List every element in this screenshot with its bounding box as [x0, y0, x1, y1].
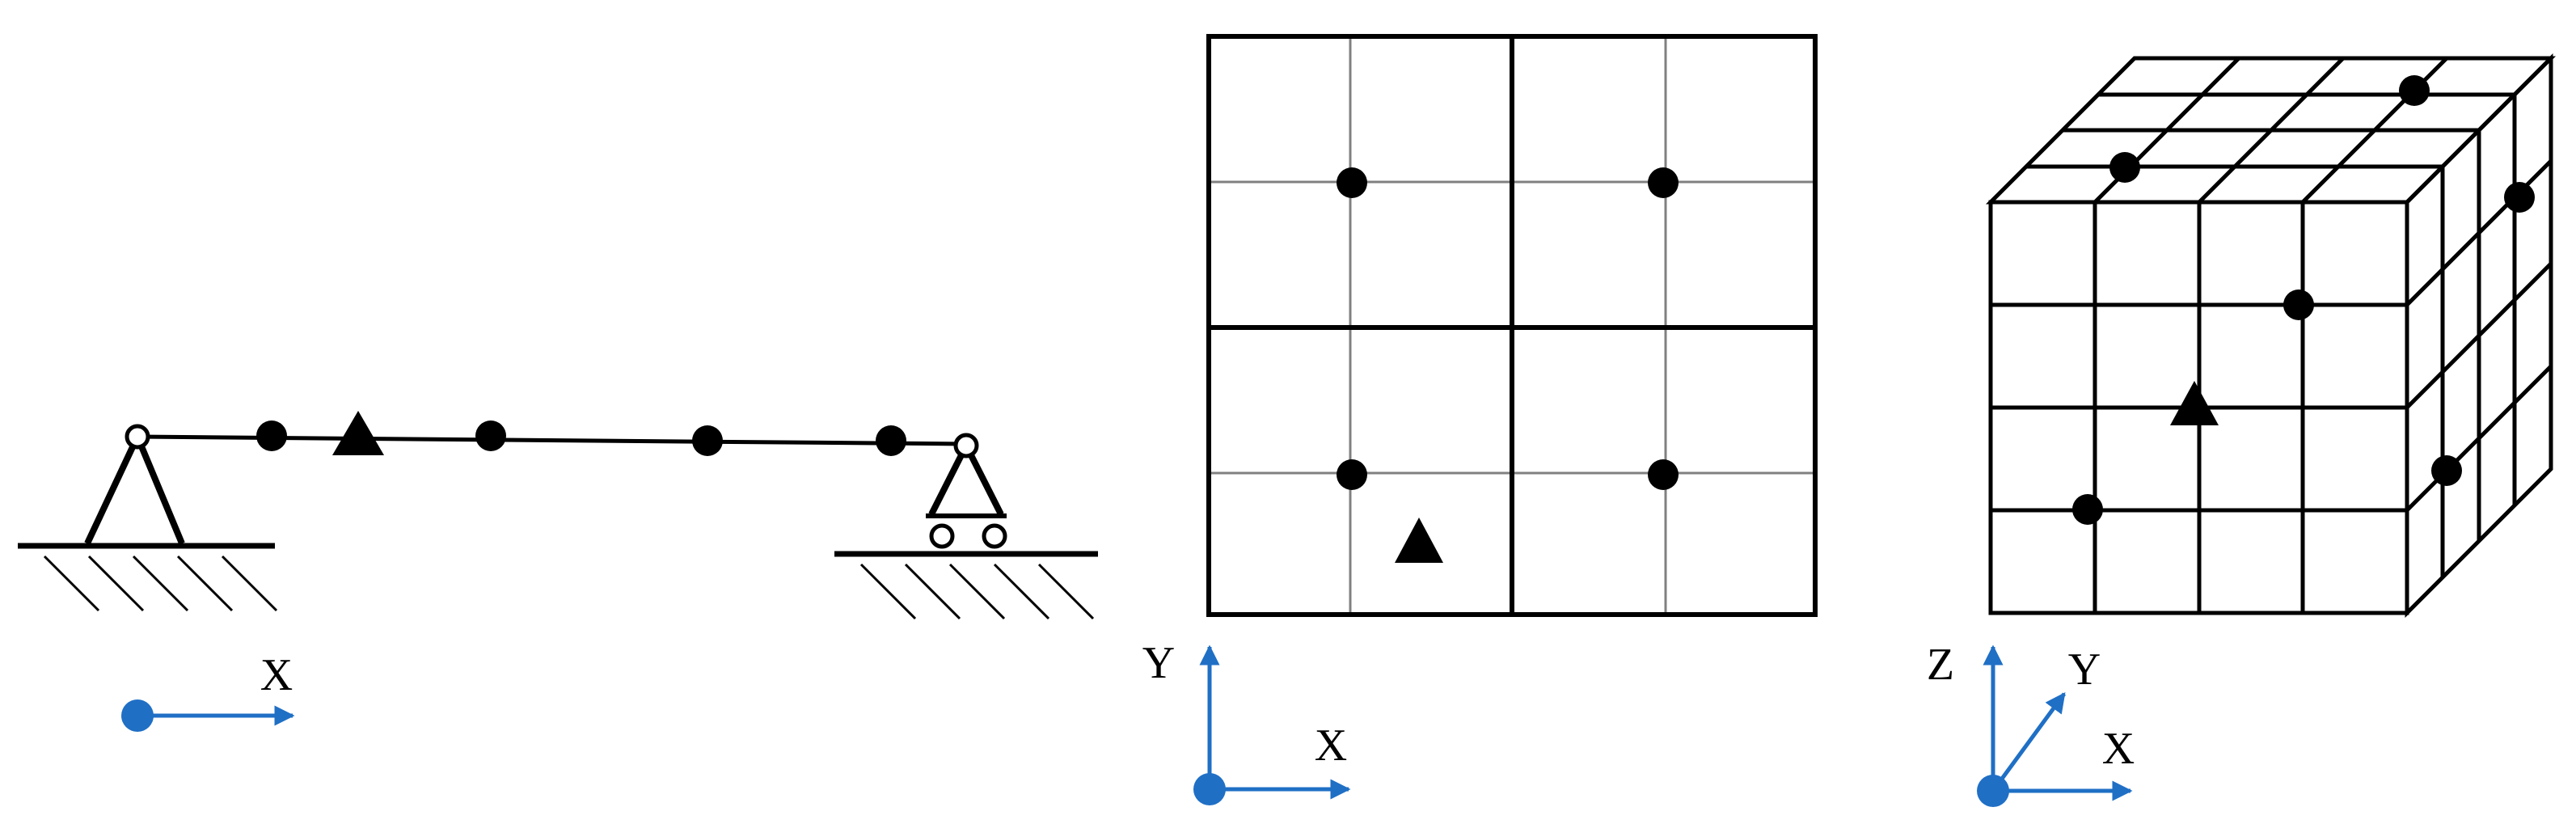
sample-point — [475, 420, 506, 451]
sample-point — [1648, 167, 1679, 198]
axis-label-y: Y — [1142, 638, 1175, 688]
sample-point — [256, 420, 287, 451]
cube-right-face — [2405, 53, 2553, 619]
sample-point — [1648, 459, 1679, 490]
cube-3d-panel: Z Y X — [1927, 53, 2557, 807]
grid-2d-panel: Y X — [1142, 34, 1818, 805]
axis-label-x: X — [260, 650, 293, 700]
sample-point — [2431, 455, 2462, 486]
pin-support-icon — [18, 424, 278, 612]
sample-point — [1337, 459, 1367, 490]
grid-2d-axes: Y X — [1142, 638, 1351, 805]
sample-point — [692, 425, 723, 456]
sample-point — [2283, 289, 2314, 320]
cube-3d-axes: Z Y X — [1927, 640, 2135, 807]
coarse-grid — [1206, 34, 1818, 617]
axis-label-y: Y — [2068, 644, 2101, 695]
sample-point — [876, 425, 906, 456]
target-point — [332, 411, 384, 455]
target-point — [1395, 518, 1443, 563]
ground-hatch — [859, 563, 1095, 620]
sample-point — [2504, 182, 2535, 213]
target-point — [2170, 381, 2219, 425]
beam-panel: X — [18, 411, 1098, 732]
cube-front-face — [1988, 200, 2409, 615]
roller-support-icon — [834, 433, 1098, 620]
axis-label-x: X — [1315, 720, 1347, 771]
axis-label-x: X — [2102, 724, 2135, 774]
sample-point — [2399, 75, 2430, 106]
ground-hatch — [43, 555, 278, 612]
sample-point — [2072, 494, 2103, 525]
beam-axis: X — [121, 650, 295, 732]
sample-point — [1337, 167, 1367, 198]
axis-label-z: Z — [1927, 640, 1954, 690]
cube-top-face — [1985, 56, 2557, 205]
sample-point — [2109, 152, 2140, 183]
